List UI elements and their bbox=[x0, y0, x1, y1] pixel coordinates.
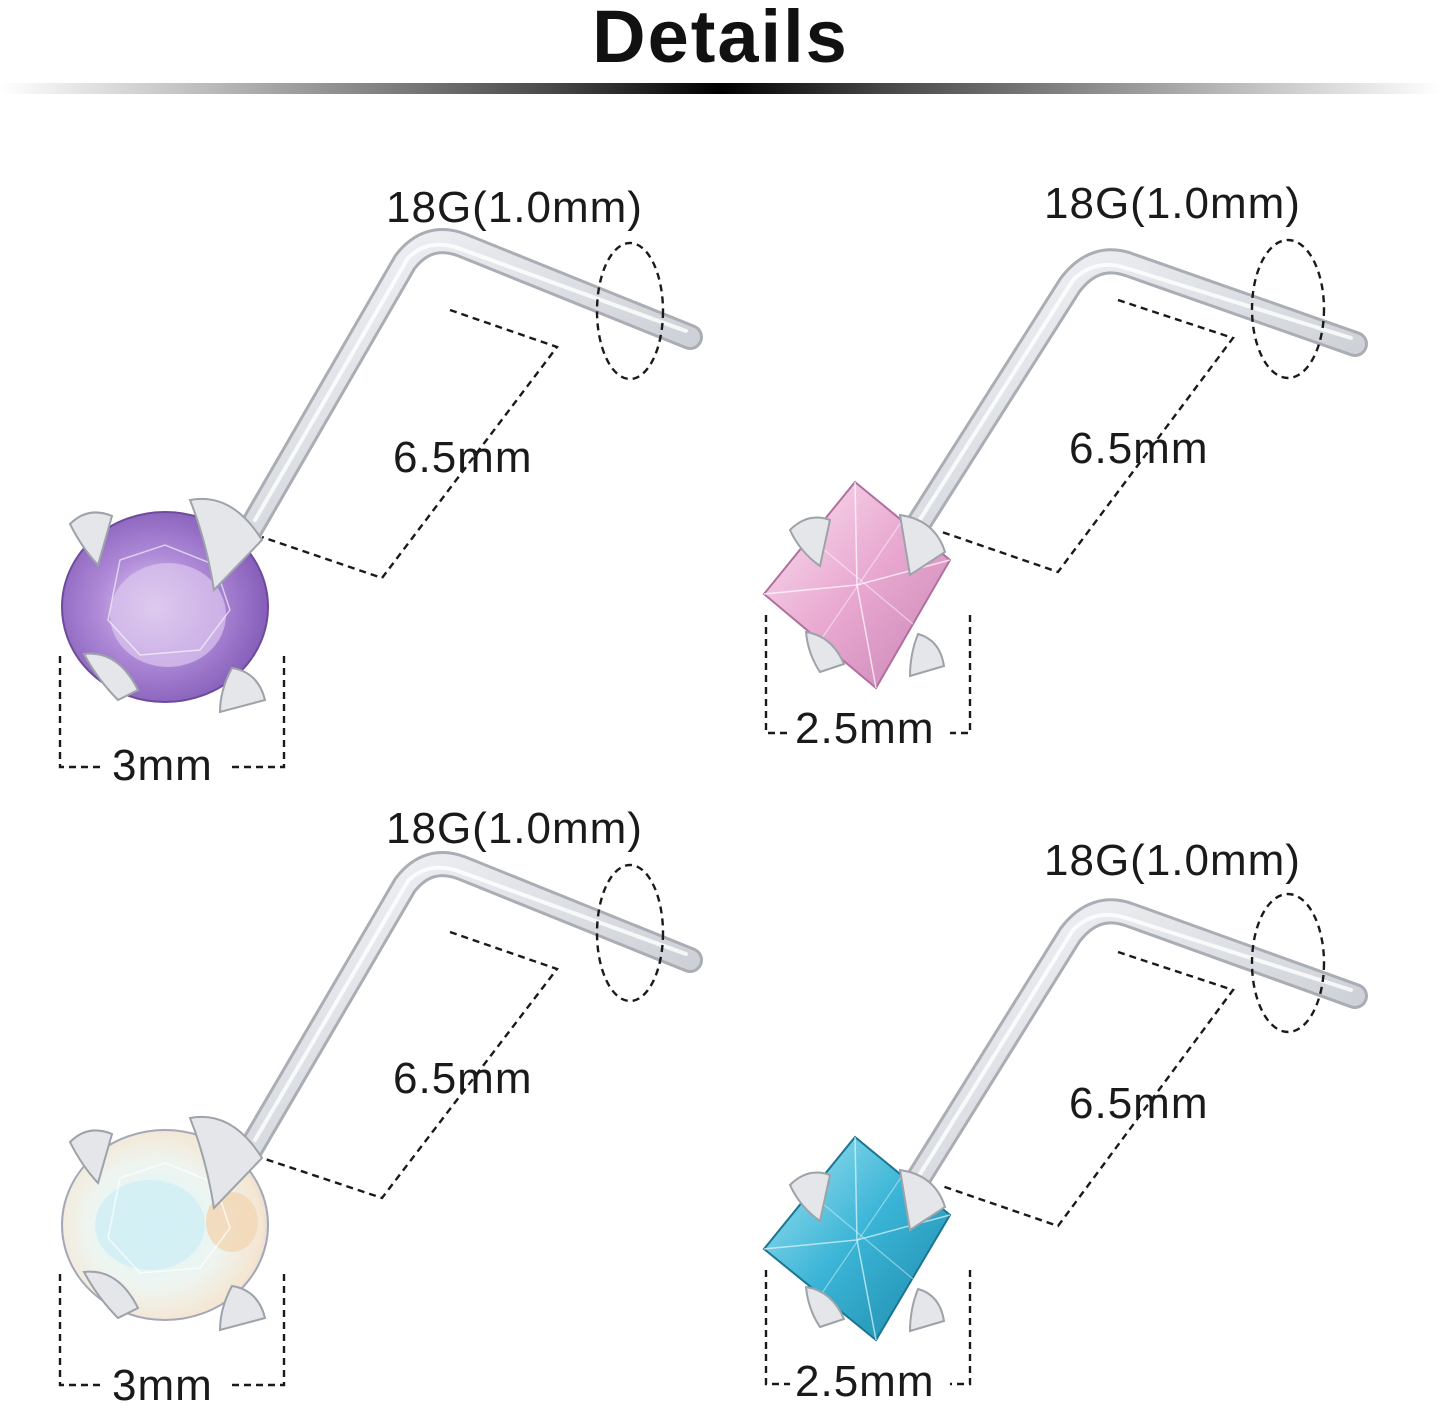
length-label: 6.5mm bbox=[1069, 1079, 1208, 1128]
title-divider bbox=[0, 83, 1441, 94]
stone-size-label: 2.5mm bbox=[795, 704, 934, 753]
prong bbox=[68, 1129, 114, 1185]
gauge-ring bbox=[1250, 238, 1326, 380]
stud-wire bbox=[892, 898, 1368, 1213]
stud-item-4: 18G(1.0mm) 6.5mm 2.5mm bbox=[762, 836, 1368, 1406]
gauge-ring bbox=[595, 863, 665, 1003]
stud-wire bbox=[237, 228, 703, 543]
prong bbox=[68, 511, 114, 567]
length-dimension-line bbox=[261, 930, 559, 1200]
stud-item-3: 18G(1.0mm) 6.5mm 3mm bbox=[58, 804, 703, 1410]
stone-size-label: 3mm bbox=[112, 741, 213, 790]
gauge-ring bbox=[1250, 892, 1326, 1034]
length-label: 6.5mm bbox=[1069, 424, 1208, 473]
stone-dimension-bracket bbox=[764, 615, 790, 735]
length-label: 6.5mm bbox=[393, 1054, 532, 1103]
stone-dimension-bracket bbox=[764, 1270, 790, 1386]
gauge-ring bbox=[595, 241, 665, 381]
stone-dimension-bracket bbox=[58, 1274, 102, 1387]
stone-dimension-bracket bbox=[58, 656, 102, 769]
prong bbox=[788, 1171, 832, 1223]
stud-item-2: 18G(1.0mm) 6.5mm 2.5mm bbox=[762, 179, 1368, 753]
gauge-label: 18G(1.0mm) bbox=[386, 804, 643, 853]
gauge-label: 18G(1.0mm) bbox=[1044, 836, 1301, 885]
length-dimension-line bbox=[261, 308, 559, 580]
stud-wire bbox=[237, 851, 703, 1163]
length-label: 6.5mm bbox=[393, 433, 532, 482]
prong bbox=[788, 516, 832, 568]
length-dimension-line bbox=[941, 950, 1235, 1228]
length-dimension-line bbox=[941, 298, 1235, 574]
page-title: Details bbox=[592, 0, 849, 78]
stone-size-label: 2.5mm bbox=[795, 1357, 934, 1406]
stud-item-1: 18G(1.0mm) 6.5mm 3mm bbox=[58, 183, 703, 790]
gauge-label: 18G(1.0mm) bbox=[1044, 179, 1301, 228]
gauge-label: 18G(1.0mm) bbox=[386, 183, 643, 232]
stone-size-label: 3mm bbox=[112, 1361, 213, 1410]
